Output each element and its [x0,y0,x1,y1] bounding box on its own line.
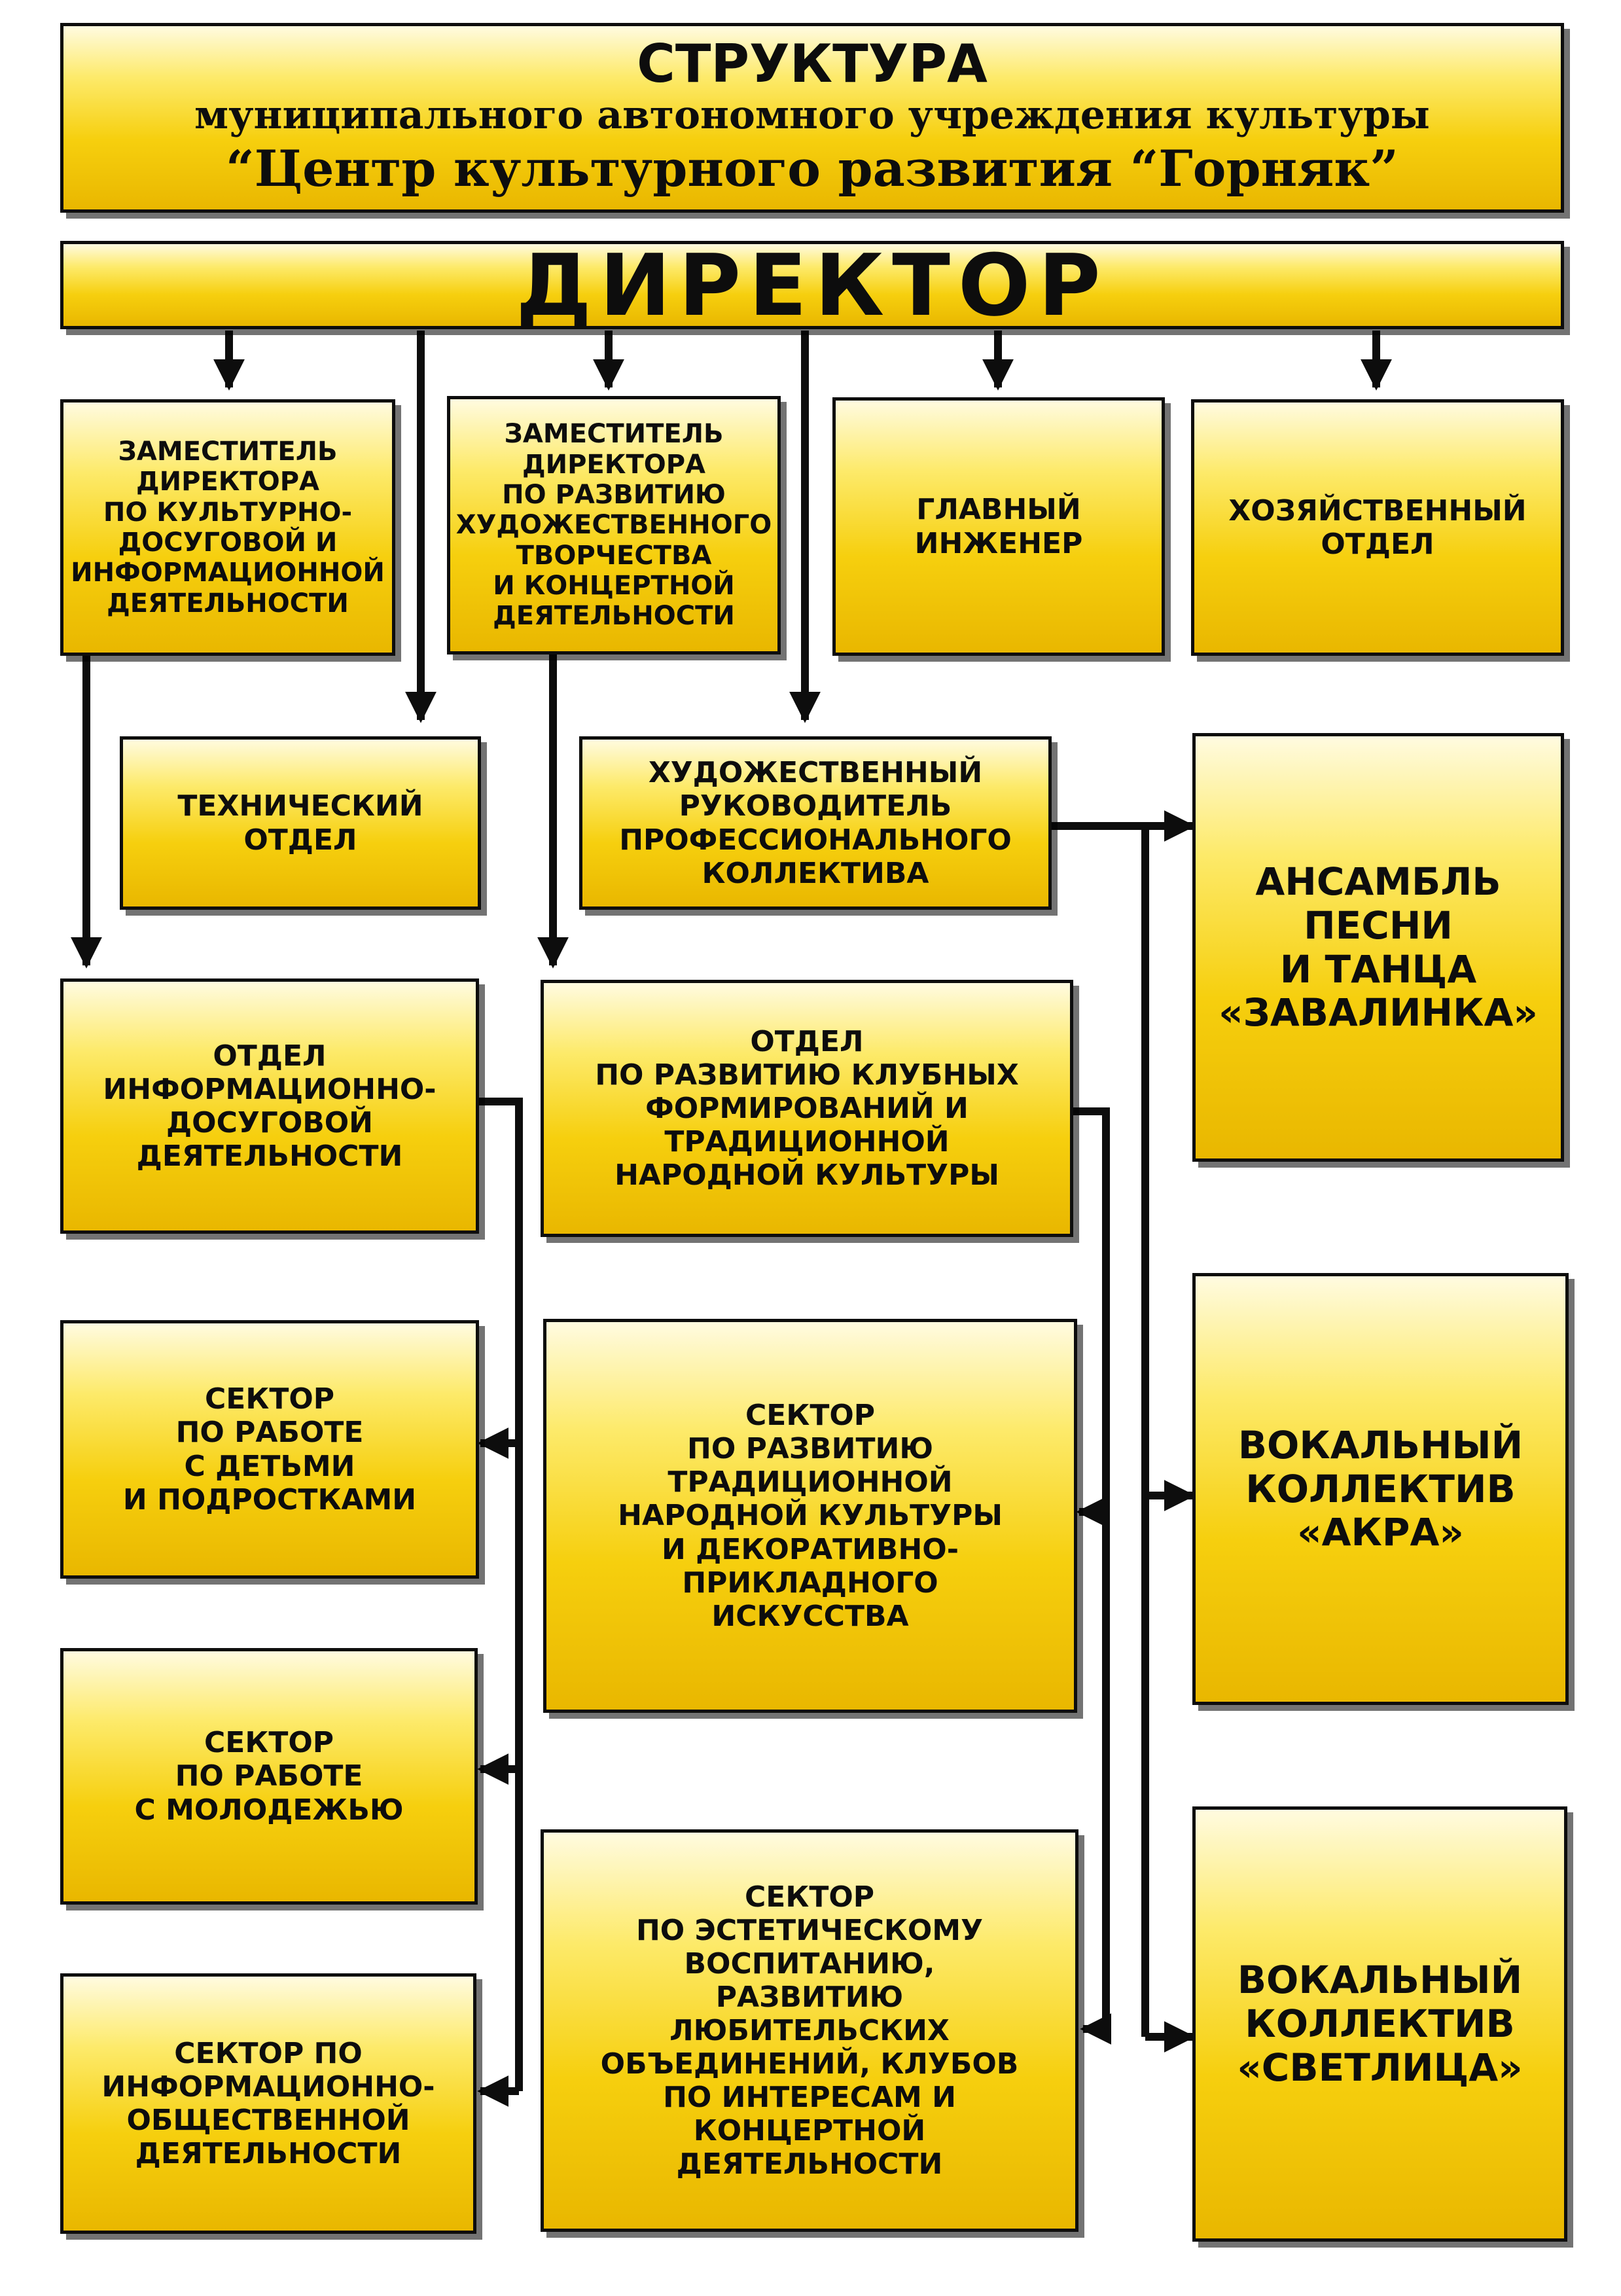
sector-youth-label: СЕКТОР ПО РАБОТЕ С МОЛОДЕЖЬЮ [134,1726,404,1827]
sector-youth-box: СЕКТОР ПО РАБОТЕ С МОЛОДЕЖЬЮ [60,1648,478,1905]
dept-info-leisure-box: ОТДЕЛ ИНФОРМАЦИОННО- ДОСУГОВОЙ ДЕЯТЕЛЬНО… [60,978,479,1234]
chief-engineer-box: ГЛАВНЫЙ ИНЖЕНЕР [832,397,1165,656]
art-director-box: ХУДОЖЕСТВЕННЫЙ РУКОВОДИТЕЛЬ ПРОФЕССИОНАЛ… [579,736,1052,910]
deputy-art-box: ЗАМЕСТИТЕЛЬ ДИРЕКТОРА ПО РАЗВИТИЮ ХУДОЖЕ… [447,396,781,655]
header-title-box: СТРУКТУРА муниципального автономного учр… [60,23,1564,213]
household-box: ХОЗЯЙСТВЕННЫЙ ОТДЕЛ [1191,399,1564,656]
director-box: ДИРЕКТОР [60,236,1564,335]
sector-info-social-label: СЕКТОР ПО ИНФОРМАЦИОННО- ОБЩЕСТВЕННОЙ ДЕ… [101,2036,435,2171]
household-label: ХОЗЯЙСТВЕННЫЙ ОТДЕЛ [1228,493,1527,561]
bus-info-leisure [479,1098,523,2091]
sector-folk-label: СЕКТОР ПО РАЗВИТИЮ ТРАДИЦИОННОЙ НАРОДНОЙ… [618,1399,1003,1633]
deputy-cultural-box: ЗАМЕСТИТЕЛЬ ДИРЕКТОРА ПО КУЛЬТУРНО- ДОСУ… [60,399,395,656]
sector-folk-box: СЕКТОР ПО РАЗВИТИЮ ТРАДИЦИОННОЙ НАРОДНОЙ… [543,1319,1077,1713]
dept-club-box: ОТДЕЛ ПО РАЗВИТИЮ КЛУБНЫХ ФОРМИРОВАНИЙ И… [541,980,1073,1237]
technical-box: ТЕХНИЧЕСКИЙ ОТДЕЛ [120,736,481,910]
ensemble-zavalinka-box: АНСАМБЛЬ ПЕСНИ И ТАНЦА «ЗАВАЛИНКА» [1192,733,1564,1162]
vocal-svetlitsa-box: ВОКАЛЬНЫЙ КОЛЛЕКТИВ «СВЕТЛИЦА» [1192,1806,1567,2242]
vocal-akra-box: ВОКАЛЬНЫЙ КОЛЛЕКТИВ «АКРА» [1192,1273,1569,1705]
art-director-label: ХУДОЖЕСТВЕННЫЙ РУКОВОДИТЕЛЬ ПРОФЕССИОНАЛ… [619,756,1012,890]
sector-aesthetic-label: СЕКТОР ПО ЭСТЕТИЧЕСКОМУ ВОСПИТАНИЮ, РАЗВ… [600,1880,1019,2181]
sector-info-social-box: СЕКТОР ПО ИНФОРМАЦИОННО- ОБЩЕСТВЕННОЙ ДЕ… [60,1973,476,2234]
ensemble-zavalinka-label: АНСАМБЛЬ ПЕСНИ И ТАНЦА «ЗАВАЛИНКА» [1219,859,1538,1035]
dept-info-leisure-label: ОТДЕЛ ИНФОРМАЦИОННО- ДОСУГОВОЙ ДЕЯТЕЛЬНО… [103,1039,436,1174]
vocal-svetlitsa-label: ВОКАЛЬНЫЙ КОЛЛЕКТИВ «СВЕТЛИЦА» [1237,1958,1523,2090]
header-title: СТРУКТУРА [637,33,988,95]
header-name: “Центр культурного развития “Горняк” [226,139,1398,198]
chief-engineer-label: ГЛАВНЫЙ ИНЖЕНЕР [914,493,1083,560]
sector-children-label: СЕКТОР ПО РАБОТЕ С ДЕТЬМИ И ПОДРОСТКАМИ [122,1382,417,1516]
deputy-art-label: ЗАМЕСТИТЕЛЬ ДИРЕКТОРА ПО РАЗВИТИЮ ХУДОЖЕ… [455,419,772,632]
header-subtitle: муниципального автономного учреждения ку… [194,92,1430,139]
technical-label: ТЕХНИЧЕСКИЙ ОТДЕЛ [177,789,423,857]
sector-aesthetic-box: СЕКТОР ПО ЭСТЕТИЧЕСКОМУ ВОСПИТАНИЮ, РАЗВ… [541,1829,1078,2232]
dept-club-label: ОТДЕЛ ПО РАЗВИТИЮ КЛУБНЫХ ФОРМИРОВАНИЙ И… [595,1024,1019,1193]
bus-club [1073,1107,1110,2029]
deputy-cultural-label: ЗАМЕСТИТЕЛЬ ДИРЕКТОРА ПО КУЛЬТУРНО- ДОСУ… [71,436,385,619]
director-label: ДИРЕКТОР [516,235,1109,335]
vocal-akra-label: ВОКАЛЬНЫЙ КОЛЛЕКТИВ «АКРА» [1238,1422,1523,1555]
sector-children-box: СЕКТОР ПО РАБОТЕ С ДЕТЬМИ И ПОДРОСТКАМИ [60,1320,479,1579]
